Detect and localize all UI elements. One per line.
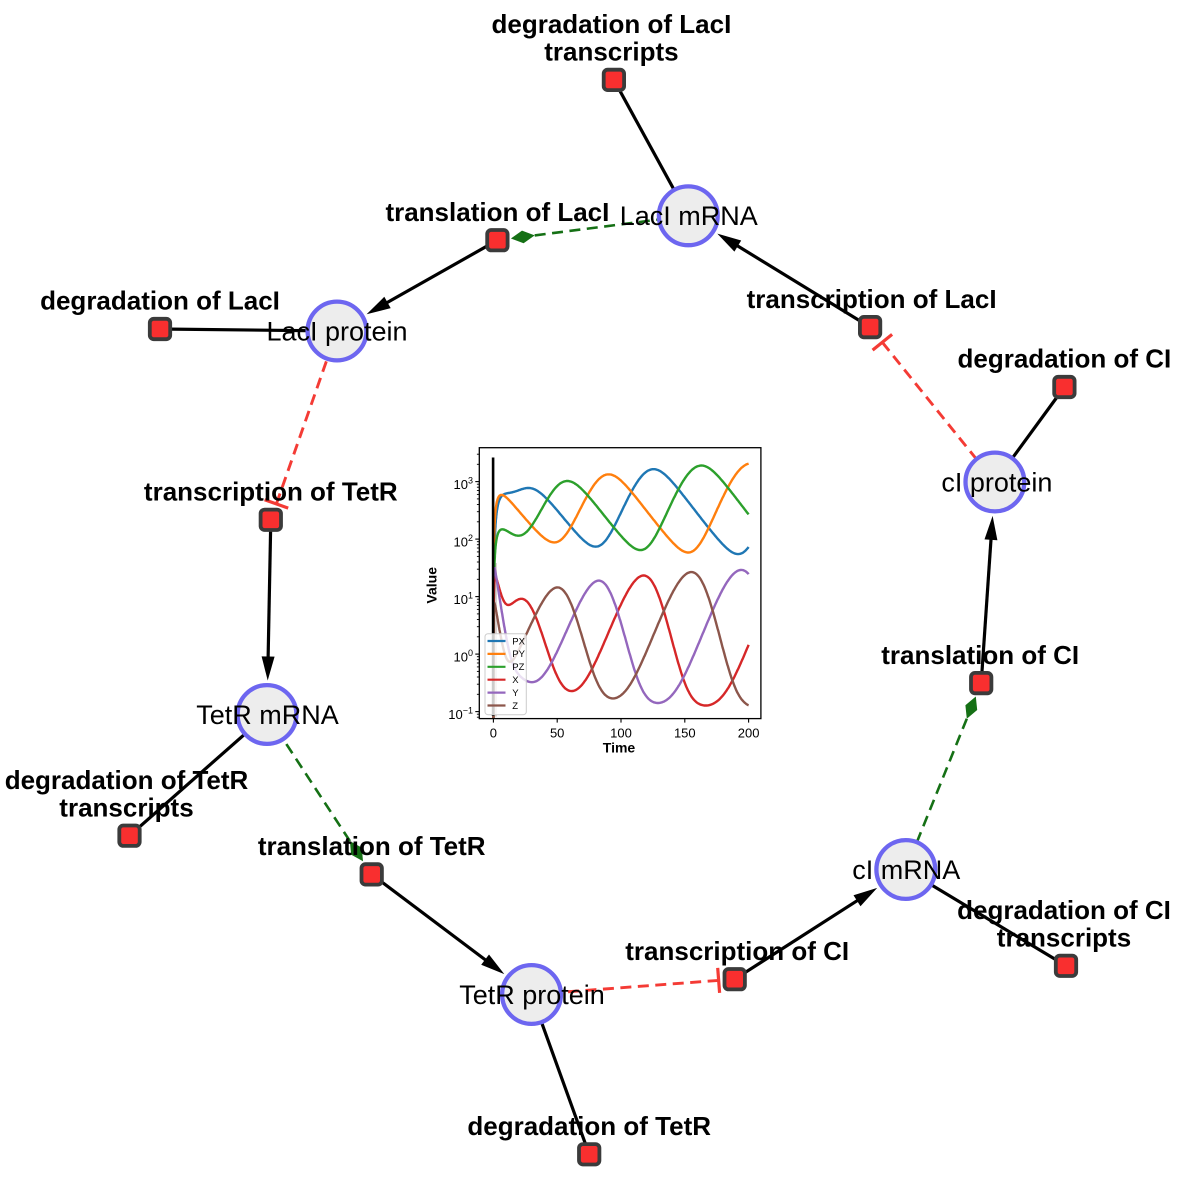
svg-text:translation of LacI: translation of LacI xyxy=(385,197,609,227)
svg-text:LacI protein: LacI protein xyxy=(266,316,407,346)
svg-text:LacI mRNA: LacI mRNA xyxy=(620,201,758,231)
svg-text:Value: Value xyxy=(424,567,440,604)
svg-text:transcripts: transcripts xyxy=(544,37,678,67)
svg-text:50: 50 xyxy=(550,725,564,740)
svg-text:200: 200 xyxy=(738,725,760,740)
svg-text:Time: Time xyxy=(603,739,636,755)
svg-text:Z: Z xyxy=(512,701,518,712)
svg-text:transcripts: transcripts xyxy=(997,923,1131,953)
svg-text:transcripts: transcripts xyxy=(59,792,193,822)
svg-text:PY: PY xyxy=(512,649,525,660)
svg-text:X: X xyxy=(512,675,519,686)
svg-text:degradation of LacI: degradation of LacI xyxy=(40,286,280,316)
svg-text:100: 100 xyxy=(454,648,473,665)
svg-text:150: 150 xyxy=(674,725,696,740)
svg-text:10−1: 10−1 xyxy=(448,706,473,723)
svg-text:cI protein: cI protein xyxy=(941,467,1052,497)
svg-text:103: 103 xyxy=(454,476,473,493)
svg-text:translation of TetR: translation of TetR xyxy=(258,831,486,861)
svg-text:degradation of LacI: degradation of LacI xyxy=(491,9,731,39)
svg-text:degradation of CI: degradation of CI xyxy=(958,344,1172,374)
svg-text:0: 0 xyxy=(490,725,497,740)
svg-text:PX: PX xyxy=(512,636,525,647)
svg-text:Y: Y xyxy=(512,688,519,699)
svg-text:degradation of TetR: degradation of TetR xyxy=(5,765,249,795)
svg-text:TetR protein: TetR protein xyxy=(459,980,605,1010)
svg-text:transcription of TetR: transcription of TetR xyxy=(144,477,398,507)
svg-text:100: 100 xyxy=(610,725,632,740)
svg-text:degradation of TetR: degradation of TetR xyxy=(467,1111,711,1141)
svg-text:102: 102 xyxy=(454,533,473,550)
svg-text:transcription of CI: transcription of CI xyxy=(625,936,849,966)
svg-text:cI mRNA: cI mRNA xyxy=(852,855,960,885)
svg-text:101: 101 xyxy=(454,591,473,608)
svg-text:TetR mRNA: TetR mRNA xyxy=(196,700,339,730)
svg-text:transcription of LacI: transcription of LacI xyxy=(747,284,997,314)
svg-text:translation of CI: translation of CI xyxy=(881,640,1079,670)
svg-text:degradation of CI: degradation of CI xyxy=(957,895,1171,925)
svg-text:PZ: PZ xyxy=(512,662,524,673)
